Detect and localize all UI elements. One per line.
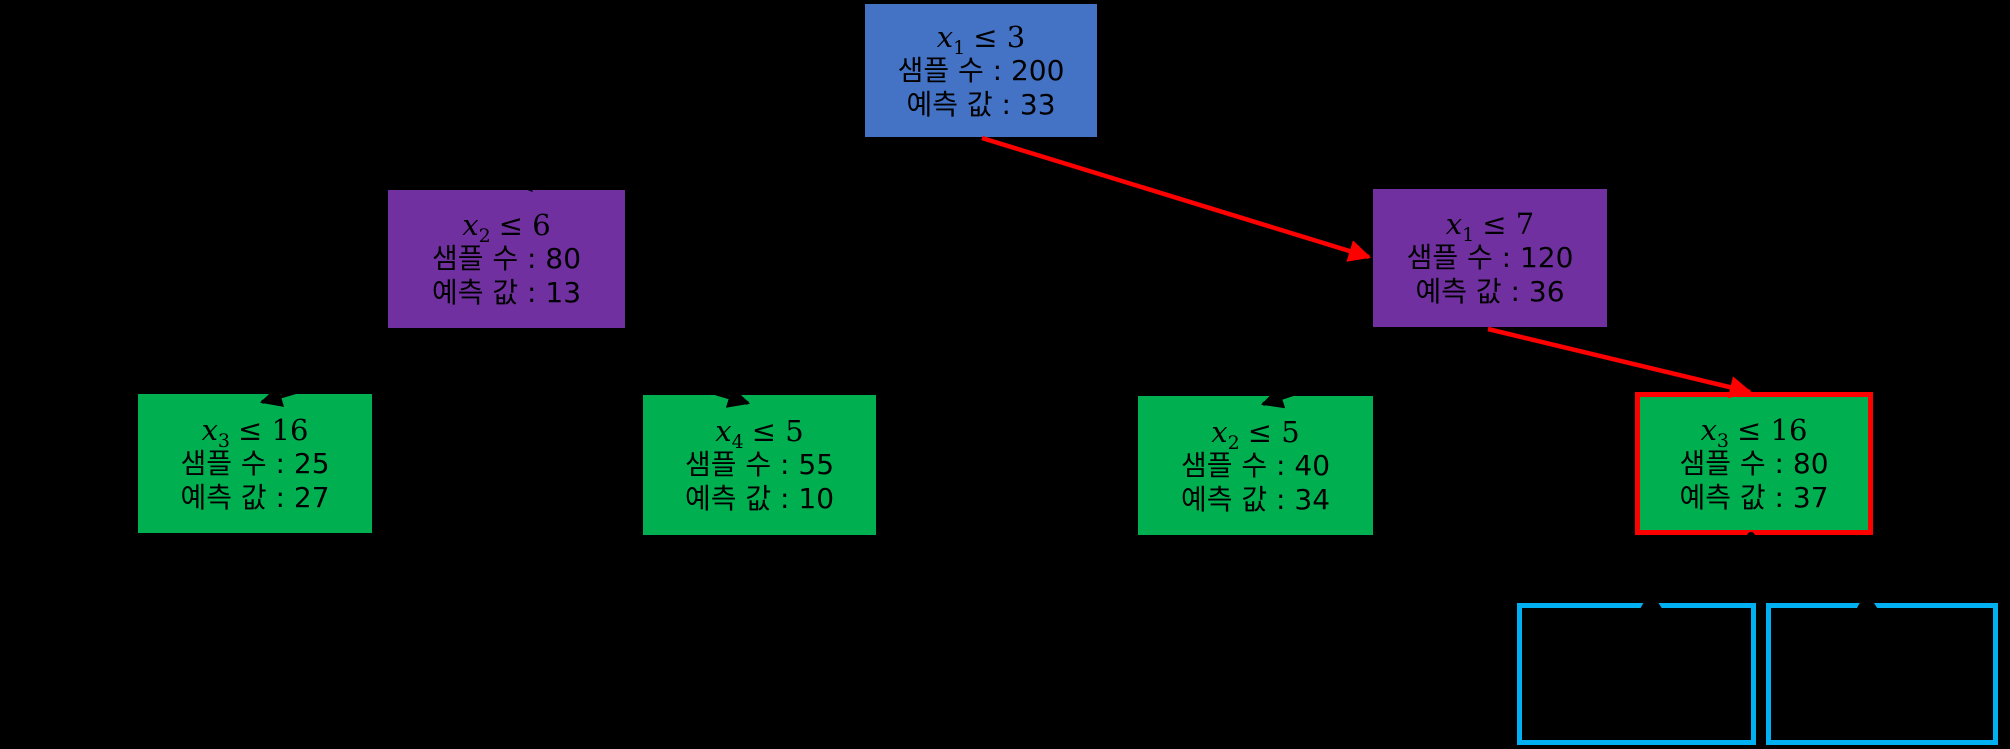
node-condition: x1 ≤ 3 xyxy=(936,19,1026,57)
condition-variable: x xyxy=(1700,412,1717,447)
node-condition: x2 ≤ 6 xyxy=(462,208,551,245)
node-sample-count: 샘플 수 : 200 xyxy=(897,53,1065,87)
condition-subscript: 1 xyxy=(953,36,966,59)
node-sample-count: 샘플 수 : 120 xyxy=(1406,241,1574,274)
arrow-leaf-4-to-empty-right[interactable] xyxy=(1749,535,1880,613)
condition-relation: ≤ 5 xyxy=(751,414,804,448)
condition-variable: x xyxy=(1211,414,1228,449)
node-sample-count: 샘플 수 : 40 xyxy=(1180,448,1331,482)
node-prediction-value: 예측 값 : 37 xyxy=(1679,480,1829,514)
tree-node-leaf-2[interactable]: x4 ≤ 5 샘플 수 : 55 예측 값 : 10 xyxy=(643,395,876,535)
arrow-root-to-right-child-highlighted[interactable] xyxy=(981,135,1372,262)
condition-variable: x xyxy=(1445,207,1463,241)
condition-subscript: 3 xyxy=(1716,429,1730,452)
condition-variable: x xyxy=(715,414,732,448)
tree-node-right-child[interactable]: x1 ≤ 7 샘플 수 : 120 예측 값 : 36 xyxy=(1373,189,1607,327)
tree-node-left-child[interactable]: x2 ≤ 6 샘플 수 : 80 예측 값 : 13 xyxy=(388,190,625,328)
tree-node-leaf-3[interactable]: x2 ≤ 5 샘플 수 : 40 예측 값 : 34 xyxy=(1138,396,1373,535)
node-condition: x2 ≤ 5 xyxy=(1211,414,1300,452)
arrow-leaf-4-to-empty-left[interactable] xyxy=(1638,535,1753,613)
arrow-left-child-to-leaf-1[interactable] xyxy=(259,328,507,407)
condition-variable: x xyxy=(201,412,218,447)
condition-subscript: 4 xyxy=(731,430,744,453)
node-prediction-value: 예측 값 : 27 xyxy=(180,480,330,514)
tree-node-empty-right[interactable] xyxy=(1766,603,1998,745)
condition-relation: ≤ 16 xyxy=(238,412,309,447)
condition-relation: ≤ 5 xyxy=(1247,414,1300,449)
node-prediction-value: 예측 값 : 33 xyxy=(906,87,1056,121)
arrow-right-child-to-leaf-3[interactable] xyxy=(1260,327,1491,409)
tree-node-leaf-4-highlighted[interactable]: x3 ≤ 16 샘플 수 : 80 예측 값 : 37 xyxy=(1635,392,1873,535)
arrow-right-child-to-leaf-4-highlighted[interactable] xyxy=(1487,326,1753,399)
node-prediction-value: 예측 값 : 34 xyxy=(1180,482,1331,516)
condition-subscript: 2 xyxy=(478,224,491,247)
node-condition: x4 ≤ 5 xyxy=(715,414,804,451)
node-condition: x3 ≤ 16 xyxy=(201,412,309,450)
tree-node-empty-left[interactable] xyxy=(1517,603,1756,745)
condition-variable: x xyxy=(936,19,954,54)
node-condition: x1 ≤ 7 xyxy=(1445,207,1535,244)
tree-node-leaf-1[interactable]: x3 ≤ 16 샘플 수 : 25 예측 값 : 27 xyxy=(138,394,372,533)
node-sample-count: 샘플 수 : 25 xyxy=(180,446,330,480)
condition-subscript: 1 xyxy=(1462,223,1475,246)
node-sample-count: 샘플 수 : 80 xyxy=(431,242,582,275)
condition-subscript: 2 xyxy=(1227,431,1240,454)
condition-subscript: 3 xyxy=(217,429,231,452)
tree-node-root[interactable]: x1 ≤ 3 샘플 수 : 200 예측 값 : 33 xyxy=(865,4,1097,137)
node-condition: x3 ≤ 16 xyxy=(1700,412,1808,450)
node-prediction-value: 예측 값 : 36 xyxy=(1415,275,1565,308)
condition-relation: ≤ 3 xyxy=(973,19,1026,54)
arrow-left-child-to-leaf-2[interactable] xyxy=(505,328,751,408)
condition-relation: ≤ 7 xyxy=(1482,207,1535,241)
node-sample-count: 샘플 수 : 55 xyxy=(684,448,835,481)
node-prediction-value: 예측 값 : 13 xyxy=(431,276,582,309)
condition-relation: ≤ 6 xyxy=(498,208,551,242)
condition-relation: ≤ 16 xyxy=(1737,412,1808,447)
node-sample-count: 샘플 수 : 80 xyxy=(1679,446,1829,480)
arrow-root-to-left-child[interactable] xyxy=(509,137,982,193)
node-prediction-value: 예측 값 : 10 xyxy=(684,482,835,515)
condition-variable: x xyxy=(462,208,479,242)
